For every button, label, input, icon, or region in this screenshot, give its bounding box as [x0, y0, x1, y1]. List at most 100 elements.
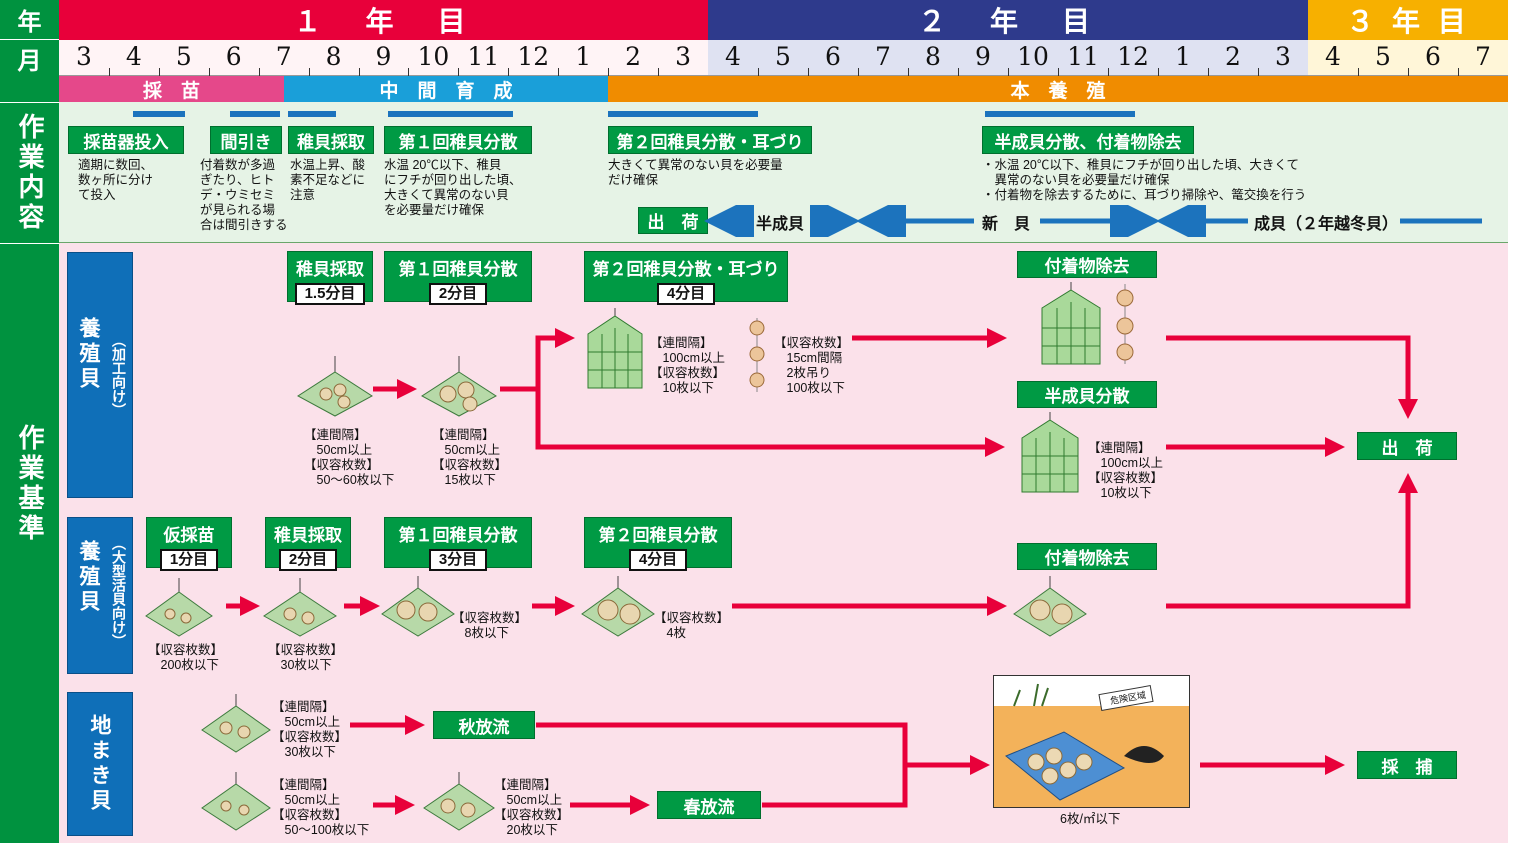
net-pyramid-icon	[381, 576, 455, 637]
month-tick	[1258, 68, 1259, 76]
phase-chukan: 中 間 育 成	[284, 76, 608, 102]
task-mabiki: 間引き	[210, 126, 282, 154]
category-oogata: 養殖貝 （大型活貝向け）	[67, 517, 133, 674]
month-tick	[308, 68, 310, 76]
note-hanseikai: ・水温 20℃以下、稚貝にフチが回り出した頃、大きくて 異常のない貝を必要量だけ…	[982, 158, 1307, 202]
box-r1-fuchaku: 付着物除去	[1017, 251, 1157, 278]
month-tick	[1058, 68, 1059, 76]
month-tick	[858, 68, 859, 76]
month-tick	[608, 68, 610, 76]
seabed-illustration: 危険区域	[993, 675, 1190, 808]
month-tick	[1458, 68, 1459, 76]
arrow-r1-lower	[535, 389, 1005, 457]
category-kako: 養殖貝 （加工向け）	[67, 252, 133, 498]
month-cell: 1	[1158, 40, 1208, 76]
arrow-r1-3	[1166, 335, 1418, 419]
net-pyramid-icon	[1013, 576, 1087, 637]
month-cell: 10	[408, 40, 458, 76]
month-cell: 7	[1458, 40, 1508, 76]
timing-bar-2	[230, 111, 280, 117]
note-r3-1: 【連間隔】 50cm以上 【収容枚数】 30枚以下	[272, 700, 348, 759]
shipping-timeline	[704, 205, 1482, 237]
month-cell: 11	[458, 40, 508, 76]
density-label: 6枚/㎡以下	[1060, 812, 1121, 826]
net-pyramid-icon	[201, 772, 271, 831]
note-bunsan-2: 大きくて異常のない貝を必要量 だけ確保	[608, 158, 783, 187]
note-r1-2: 【連間隔】 50cm以上 【収容枚数】 15枚以下	[432, 428, 508, 487]
section-label-naiyo: 作業内容	[0, 102, 59, 243]
month-cell: 12	[1108, 40, 1158, 76]
month-cell: 6	[808, 40, 858, 76]
month-tick	[1108, 68, 1109, 76]
net-pyramid-icon	[145, 578, 213, 637]
month-tick	[758, 68, 759, 76]
month-cell: 6	[208, 40, 259, 76]
month-cell: 11	[1058, 40, 1108, 76]
month-cell: 1	[558, 40, 608, 76]
hanging-shells-icon	[749, 318, 765, 392]
month-cell: 2	[608, 40, 658, 76]
timing-bar-6	[985, 111, 1135, 117]
task-bunsan-1: 第１回稚貝分散	[384, 126, 532, 154]
month-cell: 8	[908, 40, 958, 76]
month-tick	[808, 68, 809, 76]
box-haru-horyu: 春放流	[657, 791, 761, 819]
month-tick	[658, 68, 660, 76]
task-saibyoki: 採苗器投入	[68, 126, 184, 154]
month-tick	[158, 68, 160, 76]
month-cell: 3	[658, 40, 708, 76]
timing-bar-1	[133, 111, 185, 117]
month-cell: 3	[76, 42, 92, 71]
note-r1-1: 【連間隔】 50cm以上 【収容枚数】 50〜60枚以下	[304, 428, 395, 487]
year-1-header: １ 年 目	[59, 0, 708, 40]
month-cell: 3	[1258, 40, 1308, 76]
month-tick	[458, 68, 460, 76]
month-tick	[358, 68, 360, 76]
phase-saibyo: 採 苗	[59, 76, 284, 102]
month-tick	[1208, 68, 1209, 76]
row-label-year: 年	[0, 0, 59, 40]
lantern-net-icon	[1041, 282, 1101, 365]
timing-bar-3	[288, 111, 336, 117]
month-tick	[558, 68, 560, 76]
note-r2-1: 【収容枚数】 200枚以下	[148, 643, 224, 672]
box-ship: 出 荷	[1357, 432, 1457, 460]
section-label-kijun: 作業基準	[0, 243, 59, 843]
note-r1-5: 【連間隔】 100cm以上 【収容枚数】 10枚以下	[1088, 441, 1164, 500]
net-pyramid-icon	[297, 356, 373, 417]
task-hanseikai: 半成貝分散、付着物除去	[982, 126, 1194, 154]
note-bunsan-1: 水温 20℃以下、稚貝 にフチが回り出した頃、 大きくて異常のない貝 を必要量だ…	[384, 158, 522, 217]
net-pyramid-icon	[581, 576, 655, 637]
label-seikai: 成貝（２年越冬貝）	[1254, 214, 1399, 233]
month-tick	[1008, 68, 1009, 76]
box-saiho: 採 捕	[1357, 751, 1457, 779]
note-r2-3: 【収容枚数】 8枚以下	[452, 611, 528, 640]
month-cell: 4	[108, 40, 159, 76]
month-tick	[408, 68, 410, 76]
note-r3-3: 【連間隔】 50cm以上 【収容枚数】 20枚以下	[494, 778, 570, 837]
row-label-month: 月	[0, 40, 59, 76]
task-bunsan-2: 第２回稚貝分散・耳づり	[608, 126, 812, 154]
net-pyramid-icon	[201, 694, 271, 753]
label-shinkai: 新 貝	[982, 214, 1031, 233]
month-tick	[1358, 68, 1359, 76]
year-2-header: ２ 年 目	[708, 0, 1308, 40]
note-mabiki: 付着数が多過 ぎたり、ヒト デ・ウミセミ が見られる場 合は間引きする	[200, 158, 288, 232]
arrow-r2-5	[1166, 473, 1418, 609]
month-cell: 5	[758, 40, 808, 76]
month-cell: 8	[308, 40, 359, 76]
month-cell: 4	[725, 42, 741, 71]
net-pyramid-icon	[263, 578, 337, 637]
month-cell: 2	[1208, 40, 1258, 76]
note-r2-2: 【収容枚数】 30枚以下	[268, 643, 344, 672]
box-r2-fuchaku: 付着物除去	[1017, 543, 1157, 570]
timing-bar-4	[388, 111, 513, 117]
